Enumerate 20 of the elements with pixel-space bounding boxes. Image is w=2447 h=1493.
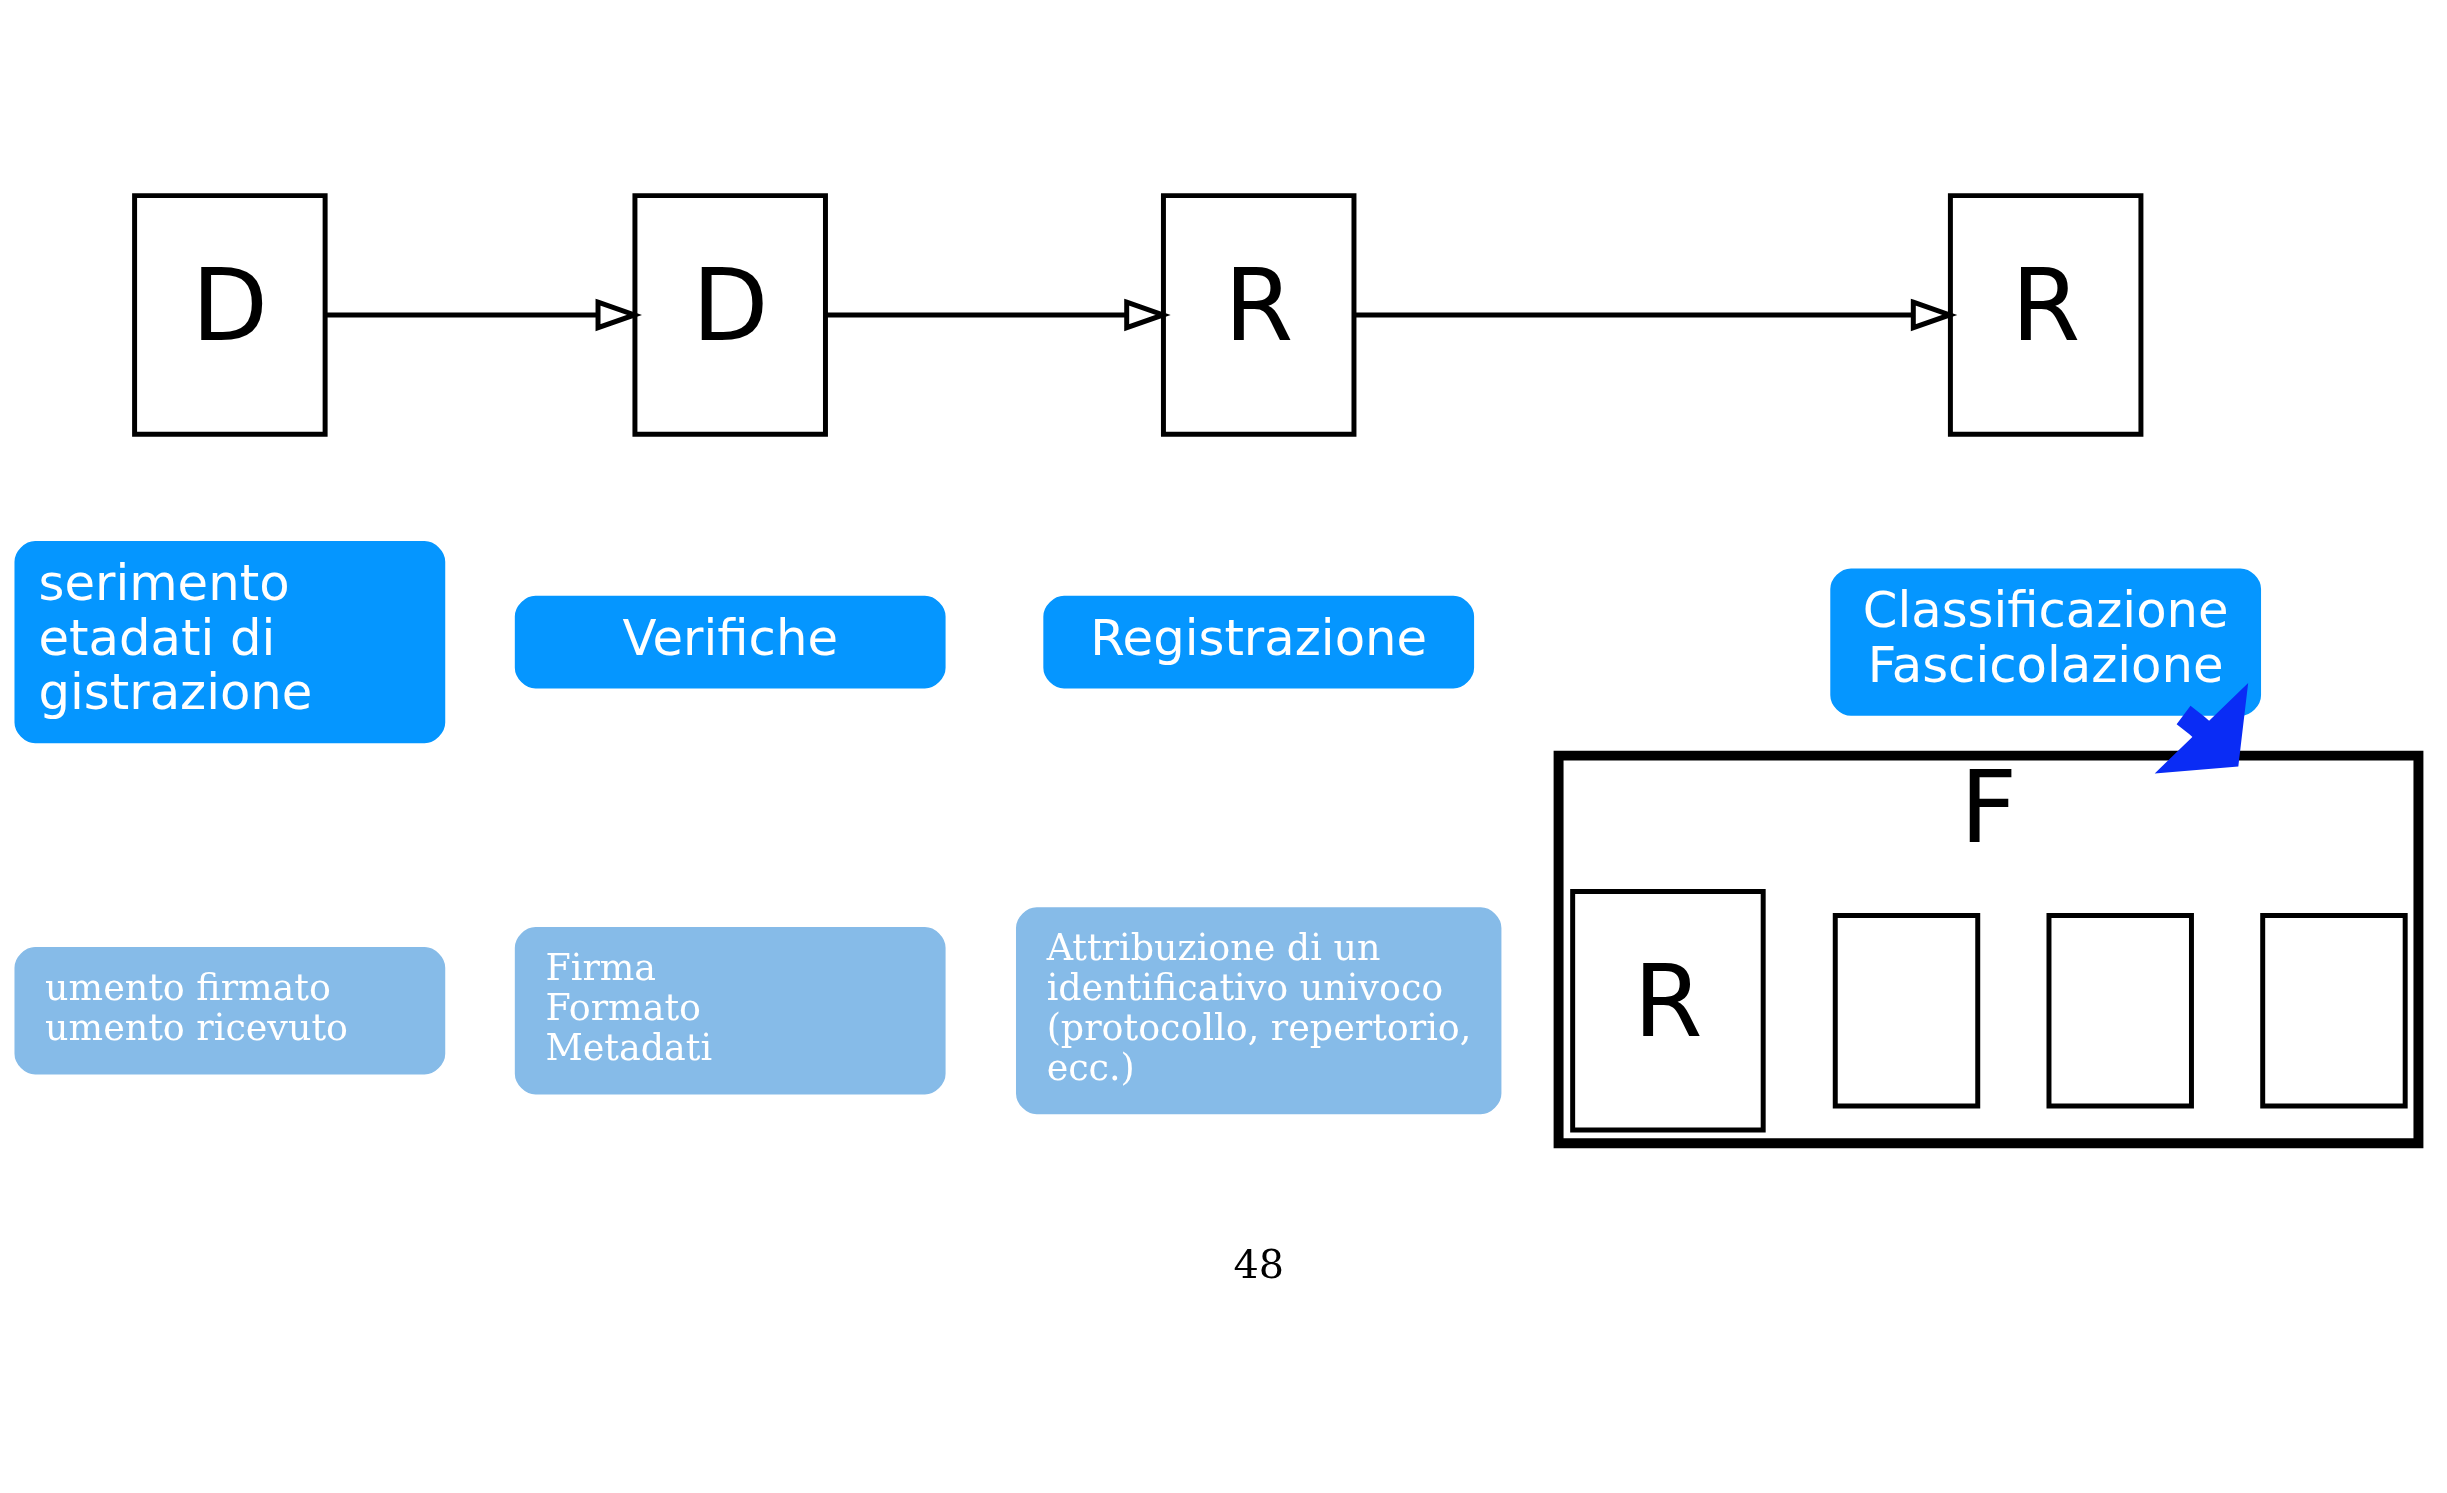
node-box: Firma Formato Metadati [514, 927, 946, 1095]
node-box [2260, 913, 2408, 1109]
arrow [1354, 298, 1958, 332]
node-box: Verifiche [514, 595, 946, 689]
node-box: R [1947, 193, 2144, 437]
node-box [1832, 913, 1981, 1109]
arrow [2154, 683, 2249, 774]
node-box: R [1570, 889, 1766, 1133]
node-box: Classificazione Fascicolazione [1830, 568, 2262, 716]
node-box: serimento etadati di gistrazione [14, 541, 446, 744]
node-box: R [1160, 193, 1357, 437]
arrow [825, 298, 1171, 332]
node-box [2046, 913, 2194, 1109]
label: 48 [1233, 1240, 1284, 1287]
node-box: Registrazione [1043, 595, 1475, 689]
arrow [325, 298, 642, 332]
node-box: umento firmato umento ricevuto [14, 946, 446, 1075]
node-box: D [132, 193, 328, 437]
node-box: Attribuzione di un identificativo univoco (protocollo, repertorio, ecc.) [1016, 907, 1502, 1115]
node-box: D [632, 193, 828, 437]
